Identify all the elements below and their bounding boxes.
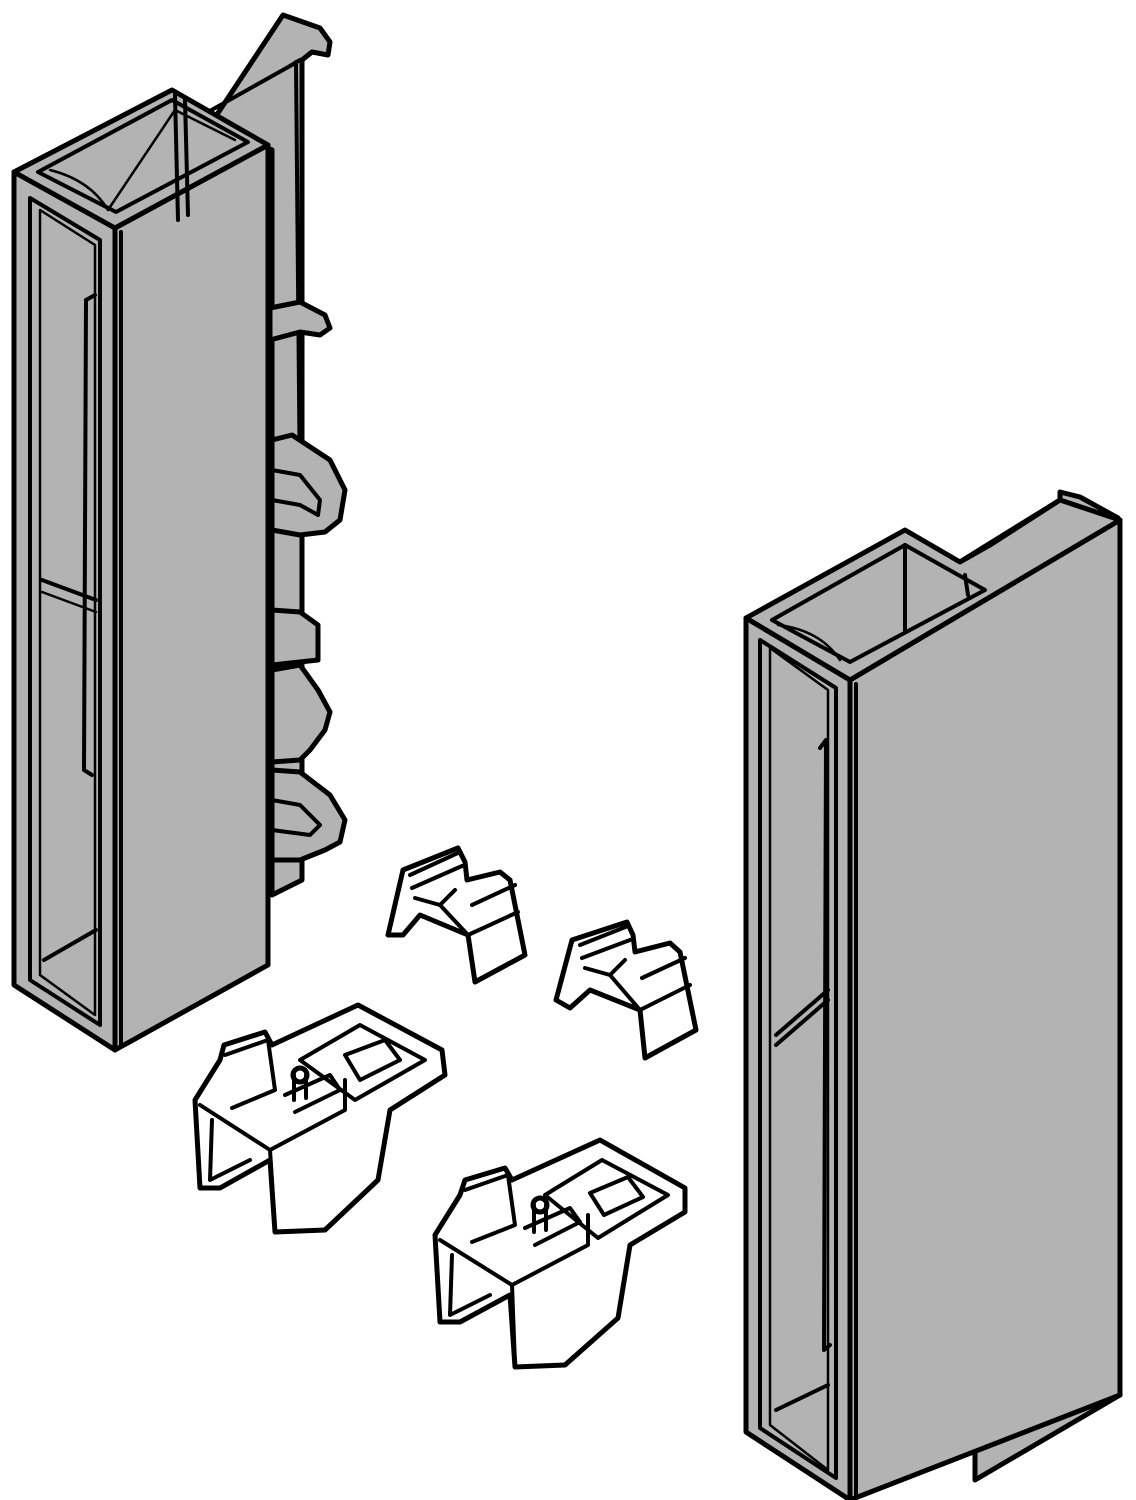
left-front-connector-icon [11,12,348,1053]
right-front-connector-icon [743,489,1123,1500]
mounting-bracket-1-icon [192,1002,448,1235]
small-clip-2-icon [553,919,699,1061]
mounting-bracket-2-icon [432,1137,688,1370]
small-clip-1-icon [385,845,528,985]
